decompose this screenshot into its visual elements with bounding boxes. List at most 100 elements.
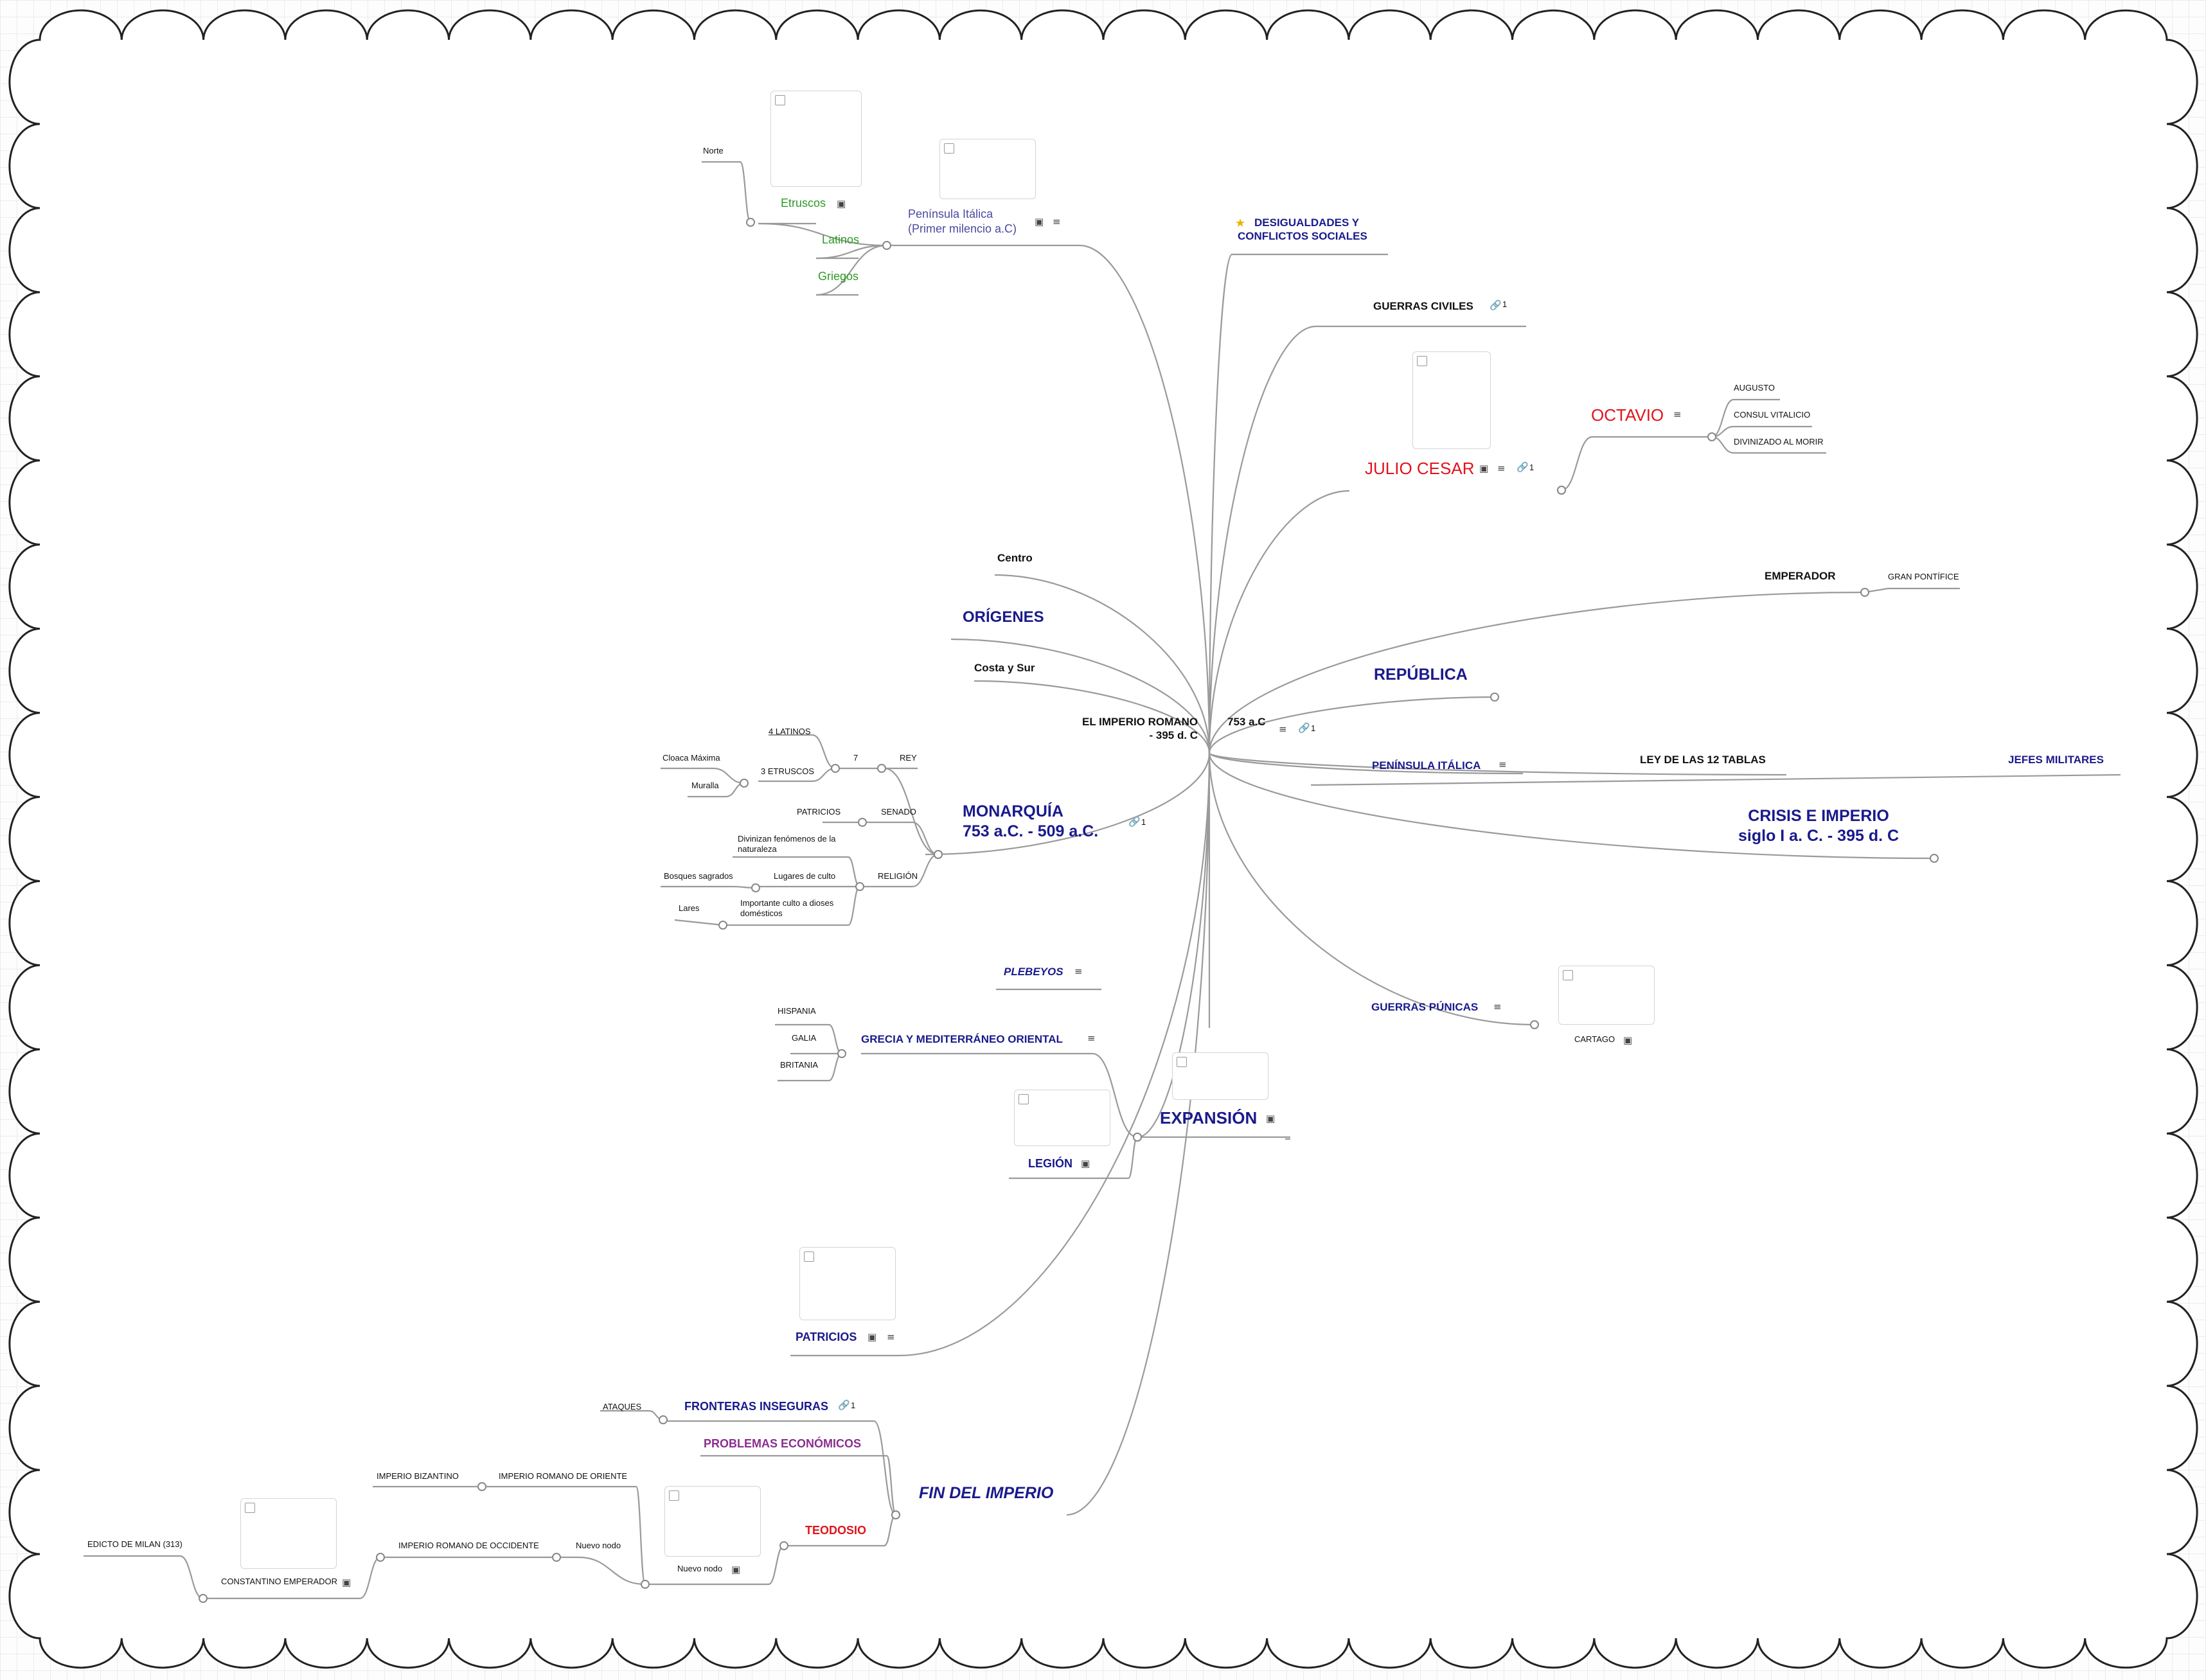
nuevo-nodo-image-node[interactable]: Nuevo nodo [677,1564,723,1573]
notes-icon[interactable]: ≡ [1673,409,1682,420]
notes-icon[interactable]: ≡ [1493,1001,1502,1012]
patricios-node[interactable]: PATRICIOS [796,1331,857,1343]
etruscos-image[interactable] [770,91,862,187]
constantino-image[interactable] [240,1498,337,1569]
republica-node[interactable]: REPÚBLICA [1374,666,1468,684]
hispania-node[interactable]: HISPANIA [778,1006,816,1016]
image-icon[interactable]: ▣ [1479,463,1489,474]
image-icon[interactable]: ▣ [867,1331,877,1343]
consul-vitalicio-node[interactable]: CONSUL VITALICIO [1734,410,1811,420]
link-icon[interactable]: 🔗 [1298,722,1310,734]
lares-node[interactable]: Lares [679,903,700,913]
rey-node[interactable]: REY [900,753,917,763]
cartago-node[interactable]: CARTAGO [1574,1034,1615,1044]
legion-image[interactable] [1014,1090,1110,1146]
image-icon[interactable]: ▣ [1081,1158,1090,1169]
jefes-militares-node[interactable]: JEFES MILITARES [2008,754,2104,766]
ataques-node[interactable]: ATAQUES [603,1402,642,1411]
expansion-node[interactable]: EXPANSIÓN [1160,1108,1258,1127]
britania-node[interactable]: BRITANIA [780,1060,818,1070]
guerras-civiles-link-count: 1 [1502,299,1508,309]
link-icon[interactable]: 🔗 [838,1399,850,1411]
notes-icon[interactable]: ≡ [1074,966,1083,977]
crisis-imperio-node[interactable]: CRISIS E IMPERIO siglo I a. C. - 395 d. … [1738,807,1899,845]
religion-node[interactable]: RELIGIÓN [878,871,918,881]
star-icon: ★ [1235,217,1246,229]
expansion-image[interactable] [1172,1052,1268,1100]
julio-cesar-link-count: 1 [1529,463,1534,472]
julio-cesar-image[interactable] [1412,351,1491,449]
legion-node[interactable]: LEGIÓN [1028,1157,1073,1170]
imperio-oriente-node[interactable]: IMPERIO ROMANO DE ORIENTE [499,1471,628,1481]
tres-etruscos-node[interactable]: 3 ETRUSCOS [761,766,815,776]
ley-12-tablas-node[interactable]: LEY DE LAS 12 TABLAS [1640,754,1766,766]
link-icon[interactable]: 🔗 [1490,299,1502,311]
nuevo-nodo-image[interactable] [664,1486,761,1557]
patricios-image[interactable] [799,1247,896,1320]
notes-icon[interactable]: ≡ [1499,759,1507,770]
culto-dioses-node[interactable]: Importante culto a dioses domésticos [740,898,834,919]
problemas-economicos-node[interactable]: PROBLEMAS ECONÓMICOS [704,1437,862,1450]
peninsula-italica-node[interactable]: Península Itálica (Primer milencio a.C) [908,208,1017,235]
monarquia-link-count: 1 [1141,817,1146,827]
cloaca-maxima-node[interactable]: Cloaca Máxima [663,753,720,763]
etruscos-node[interactable]: Etruscos [781,197,826,209]
peninsula-italica-2-node[interactable]: PENÍNSULA ITÁLICA [1372,759,1481,772]
image-icon[interactable]: ▣ [1623,1034,1633,1046]
latinos-node[interactable]: Latinos [822,233,860,246]
notes-icon[interactable]: ≡ [1279,723,1287,735]
fronteras-link-count: 1 [851,1401,856,1410]
augusto-node[interactable]: AUGUSTO [1734,383,1775,393]
lugares-culto-node[interactable]: Lugares de culto [774,871,836,881]
image-icon[interactable]: ▣ [342,1577,351,1588]
origenes-node[interactable]: ORÍGENES [963,608,1044,626]
fronteras-inseguras-node[interactable]: FRONTERAS INSEGURAS [684,1400,829,1413]
centro-node[interactable]: Centro [997,552,1033,564]
desigualdades-node[interactable]: DESIGUALDADES Y CONFLICTOS SOCIALES [1238,217,1367,243]
constantino-node[interactable]: CONSTANTINO EMPERADOR [221,1577,338,1586]
teodosio-node[interactable]: TEODOSIO [805,1524,867,1537]
senado-node[interactable]: SENADO [881,807,916,817]
peninsula-image[interactable] [939,139,1036,199]
notes-icon[interactable]: ≡ [1053,216,1061,227]
griegos-node[interactable]: Griegos [818,270,859,283]
octavio-node[interactable]: OCTAVIO [1591,405,1664,425]
galia-node[interactable]: GALIA [792,1033,817,1043]
cuatro-latinos-node[interactable]: 4 LATINOS [769,727,811,736]
divinizado-node[interactable]: DIVINIZADO AL MORIR [1734,437,1824,447]
bosques-sagrados-node[interactable]: Bosques sagrados [664,871,733,881]
monarquia-node[interactable]: MONARQUÍA 753 a.C. - 509 a.C. [963,802,1099,841]
link-icon[interactable]: 🔗 [1517,461,1529,473]
guerras-punicas-node[interactable]: GUERRAS PÚNICAS [1371,1001,1479,1013]
costa-sur-node[interactable]: Costa y Sur [974,662,1035,674]
notes-icon[interactable]: ≡ [1087,1032,1096,1044]
grecia-mediterraneo-node[interactable]: GRECIA Y MEDITERRÁNEO ORIENTAL [861,1033,1063,1045]
image-icon[interactable]: ▣ [1035,216,1044,227]
central-topic-title[interactable]: EL IMPERIO ROMANO - 395 d. C [1082,716,1198,742]
notes-icon[interactable]: ≡ [1497,463,1506,474]
norte-node[interactable]: Norte [703,146,724,155]
cartago-image[interactable] [1558,966,1655,1025]
nuevo-nodo-node[interactable]: Nuevo nodo [576,1541,621,1550]
imperio-bizantino-node[interactable]: IMPERIO BIZANTINO [377,1471,459,1481]
central-topic-date[interactable]: 753 a.C [1227,716,1266,728]
julio-cesar-node[interactable]: JULIO CESAR [1365,459,1475,478]
guerras-civiles-node[interactable]: GUERRAS CIVILES [1373,300,1473,312]
patricios-senado-node[interactable]: PATRICIOS [797,807,841,817]
muralla-node[interactable]: Muralla [691,781,719,790]
gran-pontifice-node[interactable]: GRAN PONTÍFICE [1888,572,1959,581]
fin-imperio-node[interactable]: FIN DEL IMPERIO [919,1484,1054,1502]
siete-node[interactable]: 7 [853,753,858,763]
image-icon[interactable]: ▣ [731,1564,741,1575]
branch-connectors [84,161,2121,1600]
link-icon[interactable]: 🔗 [1128,816,1141,827]
notes-icon[interactable]: ≡ [887,1331,895,1343]
imperio-occidente-node[interactable]: IMPERIO ROMANO DE OCCIDENTE [398,1541,539,1550]
emperador-node[interactable]: EMPERADOR [1765,570,1836,582]
divinizan-node[interactable]: Divinizan fenómenos de la naturaleza [738,834,836,854]
image-icon[interactable]: ▣ [1266,1113,1276,1124]
edicto-milan-node[interactable]: EDICTO DE MILAN (313) [87,1539,182,1549]
plebeyos-node[interactable]: PLEBEYOS [1004,966,1063,978]
image-icon[interactable]: ▣ [837,198,846,209]
